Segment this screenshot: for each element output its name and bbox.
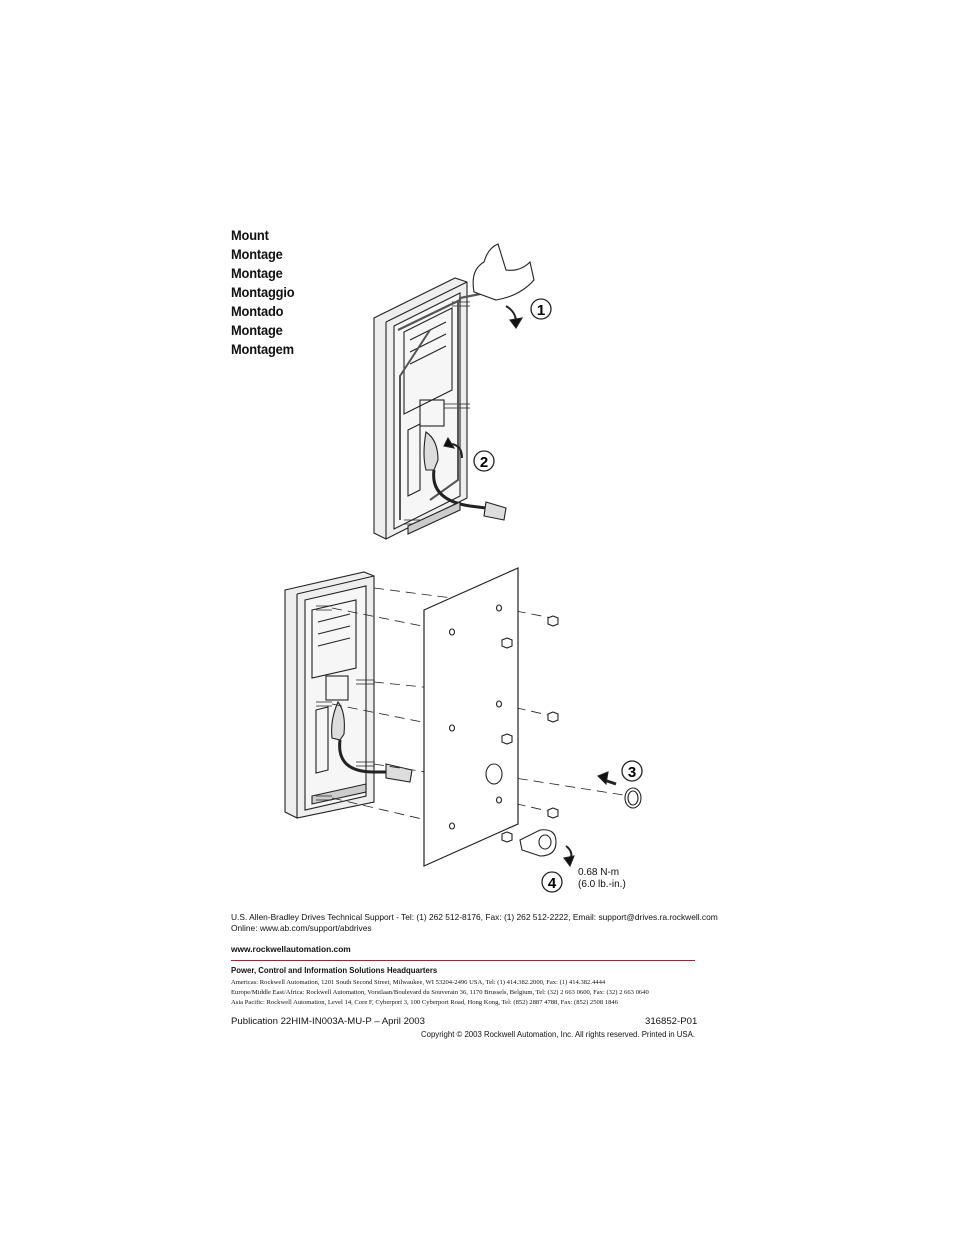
hq-heading: Power, Control and Information Solutions… — [231, 966, 438, 975]
step-3-label: 3 — [628, 764, 636, 781]
him-rear-view-upper — [373, 277, 507, 540]
mount-title-list: Mount Montage Montage Montaggio Montado … — [231, 226, 300, 359]
support-online: Online: www.ab.com/support/abdrives — [231, 923, 372, 933]
support-contact: U.S. Allen-Bradley Drives Technical Supp… — [231, 912, 718, 922]
hand-illustration — [472, 243, 535, 301]
title-english: Mount — [231, 227, 269, 243]
step-3-badge — [621, 760, 643, 782]
support-info: U.S. Allen-Bradley Drives Technical Supp… — [231, 912, 718, 934]
title-dutch: Montage — [231, 322, 283, 338]
step-4-label: 4 — [548, 875, 557, 892]
hq-emea: Europe/Middle East/Africa: Rockwell Auto… — [231, 989, 649, 996]
mounting-panel — [423, 567, 519, 867]
title-portuguese: Montagem — [231, 341, 294, 357]
wrench-icon — [519, 829, 557, 857]
website-link: www.rockwellautomation.com — [231, 944, 351, 954]
hq-apac: Asia Pacific: Rockwell Automation, Level… — [231, 999, 618, 1006]
hq-americas: Americas: Rockwell Automation, 1201 Sout… — [231, 979, 606, 986]
panel-holes — [448, 604, 503, 830]
step-2-label: 2 — [480, 454, 488, 471]
title-italian: Montaggio — [231, 284, 295, 300]
torque-imperial: (6.0 lb.-in.) — [578, 879, 626, 890]
hq-addresses: Americas: Rockwell Automation, 1201 Sout… — [231, 978, 649, 1008]
step-2-badge — [473, 450, 495, 472]
him-rear-view-lower — [284, 571, 413, 819]
step-1-label: 1 — [537, 302, 545, 319]
footer-divider — [231, 960, 695, 961]
torque-metric: 0.68 N-m — [578, 867, 620, 878]
step-4-badge — [541, 871, 563, 893]
publication-number: Publication 22HIM-IN003A-MU-P – April 20… — [231, 1016, 425, 1027]
arrow-step-2 — [451, 443, 463, 459]
title-french: Montage — [231, 246, 283, 262]
title-spanish: Montado — [231, 303, 284, 319]
torque-spec: 0.68 N-m (6.0 lb.-in.) — [578, 867, 626, 891]
part-number: 316852-P01 — [645, 1016, 698, 1027]
mounting-nuts — [501, 615, 559, 843]
copyright-notice: Copyright © 2003 Rockwell Automation, In… — [421, 1030, 695, 1039]
title-german: Montage — [231, 265, 283, 281]
step-1-badge — [530, 298, 552, 320]
